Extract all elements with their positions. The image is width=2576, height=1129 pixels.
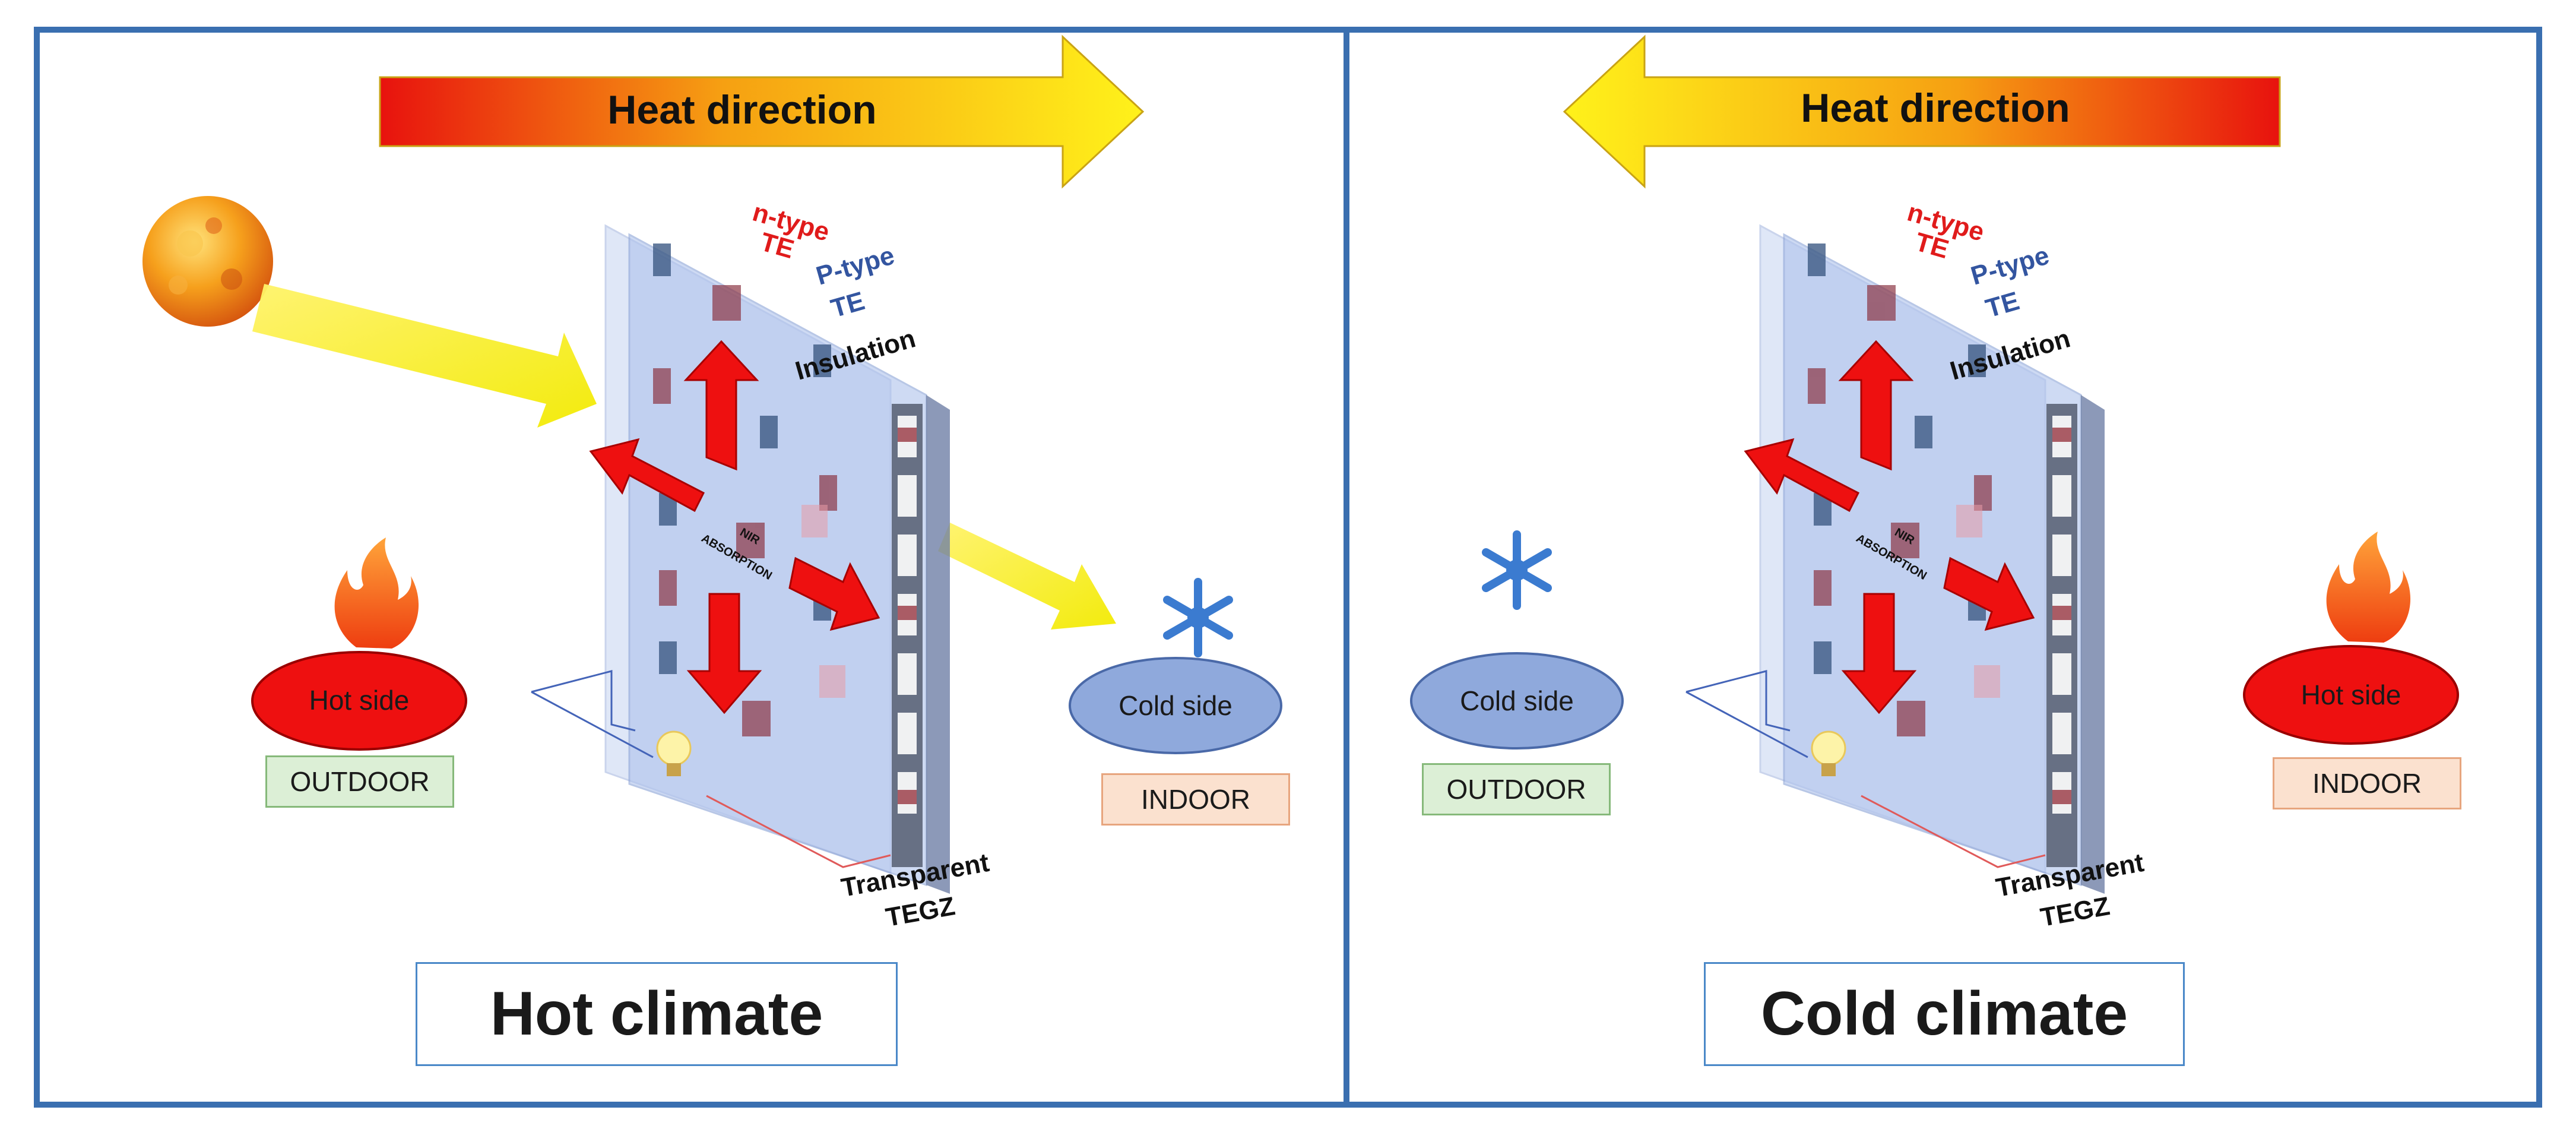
tegz-label: TEGZ xyxy=(883,891,957,932)
p-type-label: P-type xyxy=(1967,241,2052,290)
lightbulb-icon xyxy=(656,730,692,776)
heat-direction-label: Heat direction xyxy=(1801,86,2070,131)
cold-side-ellipse xyxy=(1069,657,1282,754)
heat-flux-arrows xyxy=(1744,340,2035,714)
lightbulb-icon xyxy=(1811,730,1846,776)
circuit-wires xyxy=(531,670,891,868)
p-type-te-label: TE xyxy=(828,286,868,324)
circuit-wires xyxy=(1685,670,2046,868)
snowflake-icon xyxy=(1482,530,1552,610)
fire-icon xyxy=(334,537,419,649)
p-type-te-label: TE xyxy=(1982,286,2023,324)
transmitted-beam-icon xyxy=(938,523,1116,630)
hot-side-ellipse xyxy=(251,651,467,751)
tegz-label: TEGZ xyxy=(2038,891,2112,932)
figure-frame xyxy=(34,27,2542,1108)
cold-side-label: Cold side xyxy=(1119,690,1232,721)
tegz-window xyxy=(1759,224,2105,894)
outdoor-label-cold: OUTDOOR xyxy=(1422,763,1611,815)
cold-side-label: Cold side xyxy=(1460,685,1574,716)
sunlight-beam-icon xyxy=(252,284,597,428)
p-type-label: P-type xyxy=(813,241,898,290)
snowflake-icon xyxy=(1163,578,1233,657)
climate-title-hot: Hot climate xyxy=(416,962,898,1066)
heat-flux-arrows xyxy=(589,340,880,714)
tegz-window xyxy=(604,224,950,894)
climate-title-cold: Cold climate xyxy=(1704,962,2185,1066)
indoor-label-hot: INDOOR xyxy=(1101,773,1290,826)
heat-arrow-icon xyxy=(1563,34,2281,189)
fire-icon xyxy=(2326,532,2411,643)
cold-side-ellipse xyxy=(1410,652,1624,749)
heat-direction-label: Heat direction xyxy=(607,87,876,132)
indoor-label-cold: INDOOR xyxy=(2273,757,2461,809)
heat-arrow-icon xyxy=(379,34,1145,189)
hot-side-label: Hot side xyxy=(309,685,410,716)
hot-side-ellipse xyxy=(2243,645,2459,745)
hot-side-label: Hot side xyxy=(2301,679,2401,710)
sun-icon xyxy=(142,196,273,327)
outdoor-label-hot: OUTDOOR xyxy=(265,755,454,808)
